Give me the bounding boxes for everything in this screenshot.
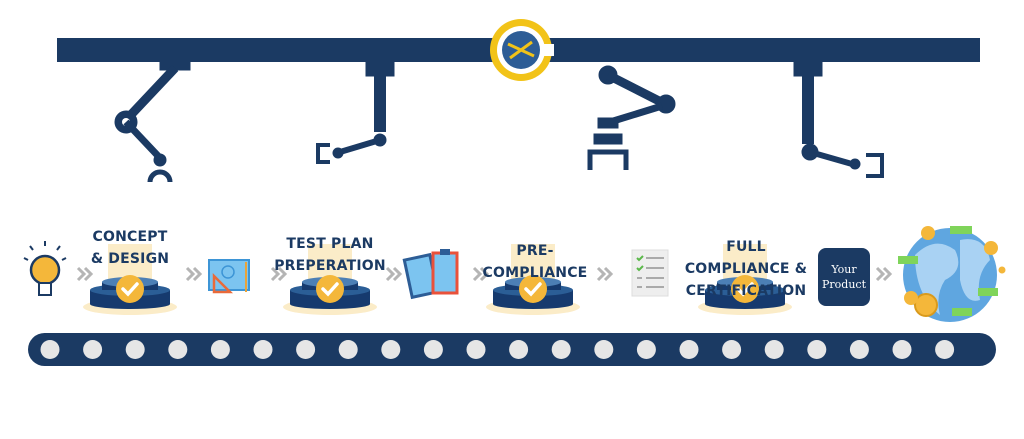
podium [283, 244, 377, 315]
roller [296, 340, 316, 359]
roller [509, 340, 529, 359]
checkmark-icon [731, 275, 759, 303]
roller [168, 340, 188, 359]
podium [698, 244, 792, 315]
roller [679, 340, 699, 359]
checklist-icon [631, 249, 669, 297]
chevron-double-right-icon [385, 266, 403, 282]
roller [338, 340, 358, 359]
robot-arm-icon [587, 65, 676, 170]
roller [636, 340, 656, 359]
chevron-double-right-icon [875, 266, 893, 282]
chevron-double-right-icon [472, 266, 490, 282]
robot-arm-icon [316, 61, 395, 164]
robot-arm-icon [793, 61, 884, 178]
chevron-double-right-icon [596, 266, 614, 282]
roller [423, 340, 443, 359]
chevron-double-right-icon [185, 266, 203, 282]
roller [125, 340, 145, 359]
label-line: TEST PLAN [286, 236, 374, 252]
roller [466, 340, 486, 359]
label-line: & DESIGN [90, 251, 170, 267]
podium [486, 244, 580, 315]
label-line: PREPERATION [274, 258, 386, 274]
chevron-double-right-icon [76, 266, 94, 282]
product-line: Your [831, 263, 857, 276]
roller [935, 340, 955, 359]
roller [764, 340, 784, 359]
stage-label-pre-compliance: PRE-COMPLIANCE [470, 240, 600, 284]
roller [253, 340, 273, 359]
roller [849, 340, 869, 359]
label-line: FULL COMPLIANCE & [684, 239, 808, 277]
podium [83, 244, 177, 315]
roller [40, 340, 60, 359]
stage-label-full-compliance: FULL COMPLIANCE & CERTIFICATION [672, 236, 820, 302]
checkmark-icon [116, 275, 144, 303]
roller [594, 340, 614, 359]
label-line: PRE-COMPLIANCE [482, 243, 588, 281]
roller [892, 340, 912, 359]
product-line: Product [822, 278, 866, 291]
chevron-double-right-icon [270, 266, 288, 282]
blueprint-icon [208, 259, 250, 294]
roller [722, 340, 742, 359]
roller [210, 340, 230, 359]
checkmark-icon [519, 275, 547, 303]
stage-label-concept-design: CONCEPT & DESIGN [80, 226, 180, 270]
roller [551, 340, 571, 359]
globe-money-icon [898, 226, 1006, 322]
checkmark-icon [316, 275, 344, 303]
robot-arm-icon [114, 61, 191, 183]
lightbulb-icon [23, 241, 67, 296]
roller [807, 340, 827, 359]
stage-label-test-plan: TEST PLAN PREPERATION [270, 233, 390, 277]
label-line: CERTIFICATION [685, 283, 807, 299]
roller [83, 340, 103, 359]
label-line: CONCEPT [92, 229, 168, 245]
logo-icon [490, 19, 554, 81]
clipboards-icon [402, 249, 459, 300]
roller [381, 340, 401, 359]
